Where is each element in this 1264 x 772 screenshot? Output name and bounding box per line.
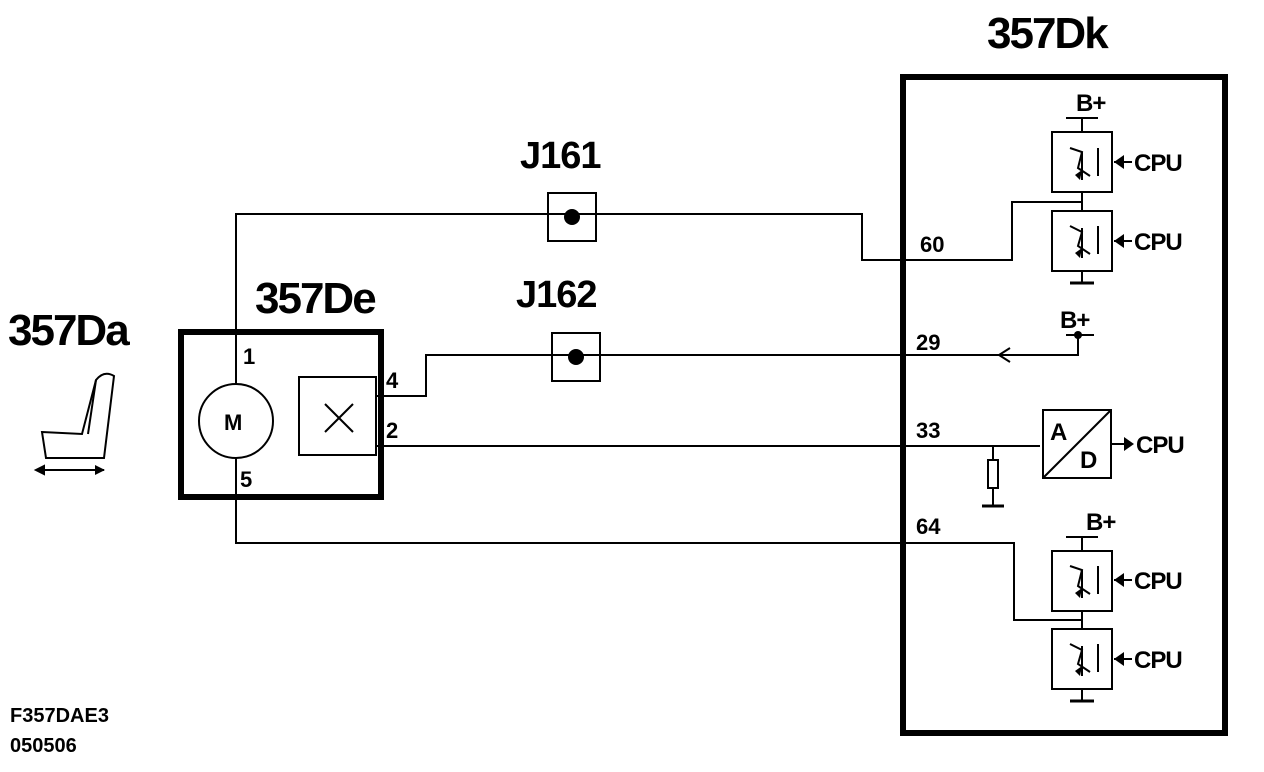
- cpu-3-label: CPU: [1136, 432, 1184, 459]
- pin-2-label: 2: [386, 418, 398, 443]
- pin-60-label: 60: [920, 232, 944, 257]
- cpu-5-label: CPU: [1134, 647, 1182, 674]
- position-sensor-box: [298, 376, 377, 456]
- supply-mid-label: B+: [1060, 307, 1090, 334]
- pin-1-label: 1: [243, 344, 255, 369]
- sensor-cross-icon: [324, 403, 354, 433]
- pin-29-label: 29: [916, 330, 940, 355]
- low-side-driver-top: [1051, 202, 1113, 285]
- motor-symbol-label: M: [224, 410, 242, 435]
- connector-j161-pin: [564, 209, 580, 225]
- motor-unit-box: [178, 329, 384, 500]
- cpu-1-label: CPU: [1134, 150, 1182, 177]
- pull-down-resistor: [982, 446, 1004, 508]
- cpu-4-label: CPU: [1134, 568, 1182, 595]
- ecu-box: [900, 74, 1228, 736]
- supply-bottom-label: B+: [1086, 509, 1116, 536]
- arrow-29-in: [997, 347, 1011, 363]
- supply-top-label: B+: [1076, 90, 1106, 117]
- connector-j161-label: J161: [520, 135, 601, 177]
- high-side-driver-top: [1051, 117, 1113, 193]
- date-code: 050506: [10, 735, 77, 757]
- cpu-1-arrowhead: [1114, 155, 1124, 169]
- connector-j162-pin: [568, 349, 584, 365]
- pin-4-label: 4: [386, 368, 399, 393]
- wire-pin1-to-60: [235, 192, 1083, 384]
- wire-pin4-to-29: [376, 335, 1079, 397]
- cpu-2-label: CPU: [1134, 229, 1182, 256]
- connector-j161-box: [547, 192, 597, 242]
- motor-unit-title: 357De: [255, 274, 375, 323]
- pin-64-label: 64: [916, 514, 941, 539]
- adc-d-label: D: [1080, 447, 1097, 474]
- cpu-2-arrowhead: [1114, 234, 1124, 248]
- pin-33-label: 33: [916, 418, 940, 443]
- drawing-id: F357DAE3: [10, 705, 109, 727]
- cpu-5-arrowhead: [1114, 652, 1124, 666]
- cpu-3-arrowhead: [1124, 437, 1134, 451]
- low-side-driver-bottom: [1051, 620, 1113, 703]
- cpu-4-arrowhead: [1114, 573, 1124, 587]
- seat-icon: [33, 372, 116, 476]
- wire-pin5-to-64: [235, 458, 1083, 621]
- connector-j162-box: [551, 332, 601, 382]
- connector-j162-label: J162: [516, 274, 597, 316]
- seat-title: 357Da: [8, 306, 130, 355]
- adc-a-label: A: [1050, 419, 1067, 446]
- ecu-title: 357Dk: [987, 9, 1109, 58]
- pull-up-supply: [1066, 331, 1094, 339]
- high-side-driver-bottom: [1051, 536, 1113, 612]
- pin-5-label: 5: [240, 467, 252, 492]
